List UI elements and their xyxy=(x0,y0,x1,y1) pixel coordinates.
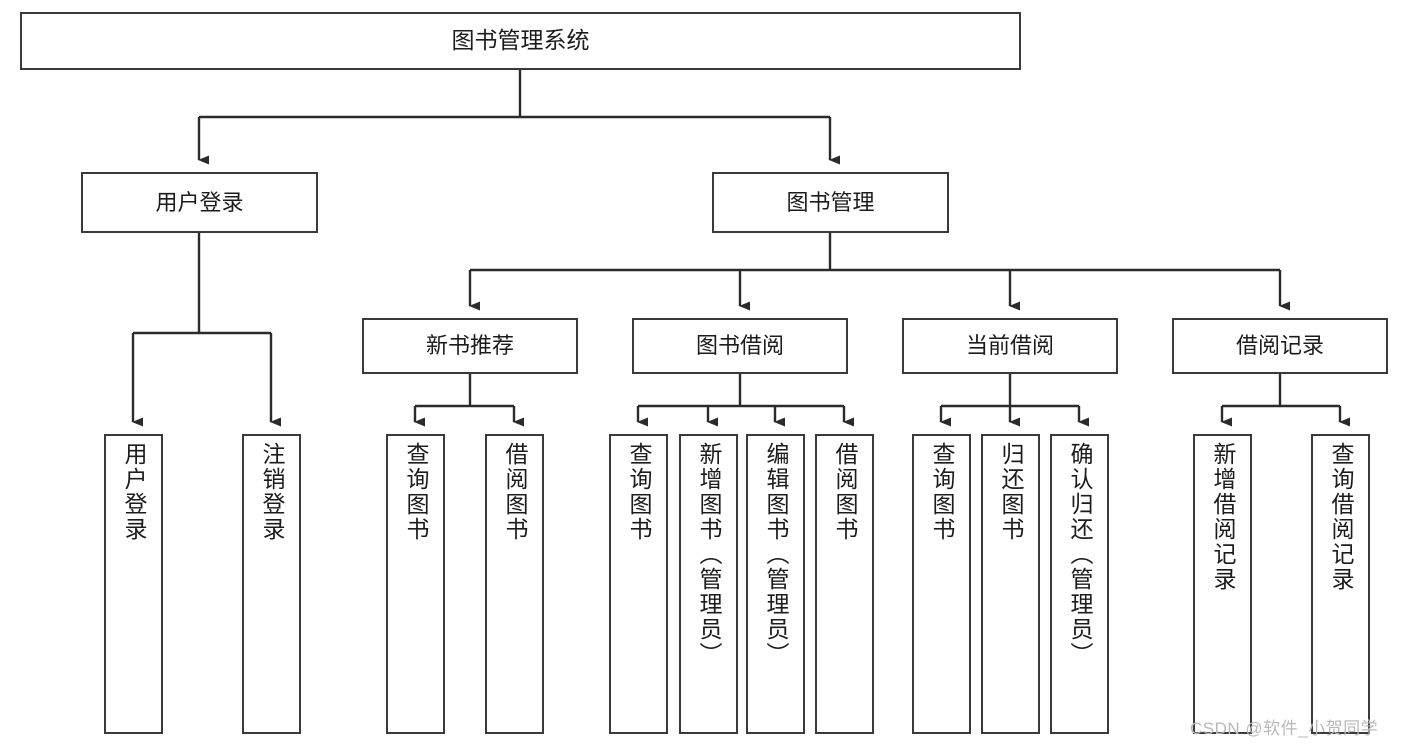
node-borrow-record[interactable]: 借阅记录 xyxy=(1172,318,1388,374)
leaf-query-borrow-record[interactable]: 查询借阅记录 xyxy=(1311,434,1370,734)
node-label: 归还图书 xyxy=(998,442,1024,542)
node-label: 查询图书 xyxy=(929,442,955,542)
node-label: 用户登录 xyxy=(155,189,244,215)
leaf-borrow-book[interactable]: 借阅图书 xyxy=(815,434,874,734)
node-label: 编辑图书（管理员） xyxy=(763,442,789,667)
node-label: 当前借阅 xyxy=(965,333,1054,359)
node-user-login[interactable]: 用户登录 xyxy=(81,172,318,233)
leaf-user-login[interactable]: 用户登录 xyxy=(104,434,163,734)
node-current-borrow[interactable]: 当前借阅 xyxy=(902,318,1118,374)
node-label: 注销登录 xyxy=(259,442,285,542)
node-label: 借阅记录 xyxy=(1235,333,1324,359)
node-label: 图书管理 xyxy=(786,189,875,215)
leaf-add-borrow-record[interactable]: 新增借阅记录 xyxy=(1193,434,1252,734)
leaf-edit-book-admin[interactable]: 编辑图书（管理员） xyxy=(746,434,805,734)
node-root-system[interactable]: 图书管理系统 xyxy=(20,12,1021,70)
node-book-borrow[interactable]: 图书借阅 xyxy=(632,318,848,374)
leaf-add-book-admin[interactable]: 新增图书（管理员） xyxy=(679,434,738,734)
leaf-borrow-book-new[interactable]: 借阅图书 xyxy=(485,434,544,734)
leaf-logout[interactable]: 注销登录 xyxy=(242,434,301,734)
leaf-query-book-current[interactable]: 查询图书 xyxy=(912,434,971,734)
leaf-query-book-new[interactable]: 查询图书 xyxy=(386,434,445,734)
node-book-management[interactable]: 图书管理 xyxy=(712,172,949,233)
leaf-confirm-return-admin[interactable]: 确认归还（管理员） xyxy=(1050,434,1109,734)
node-label: 图书管理系统 xyxy=(451,27,590,54)
node-label: 借阅图书 xyxy=(502,442,528,542)
node-new-book-recommend[interactable]: 新书推荐 xyxy=(362,318,578,374)
node-label: 图书借阅 xyxy=(695,333,784,359)
node-label: 查询借阅记录 xyxy=(1328,442,1354,592)
node-label: 新书推荐 xyxy=(425,333,514,359)
leaf-return-book[interactable]: 归还图书 xyxy=(981,434,1040,734)
node-label: 查询图书 xyxy=(626,442,652,542)
node-label: 借阅图书 xyxy=(832,442,858,542)
node-label: 用户登录 xyxy=(121,442,147,542)
node-label: 新增图书（管理员） xyxy=(696,442,722,667)
leaf-query-book[interactable]: 查询图书 xyxy=(609,434,668,734)
node-label: 查询图书 xyxy=(403,442,429,542)
node-label: 确认归还（管理员） xyxy=(1067,442,1093,667)
node-label: 新增借阅记录 xyxy=(1210,442,1236,592)
